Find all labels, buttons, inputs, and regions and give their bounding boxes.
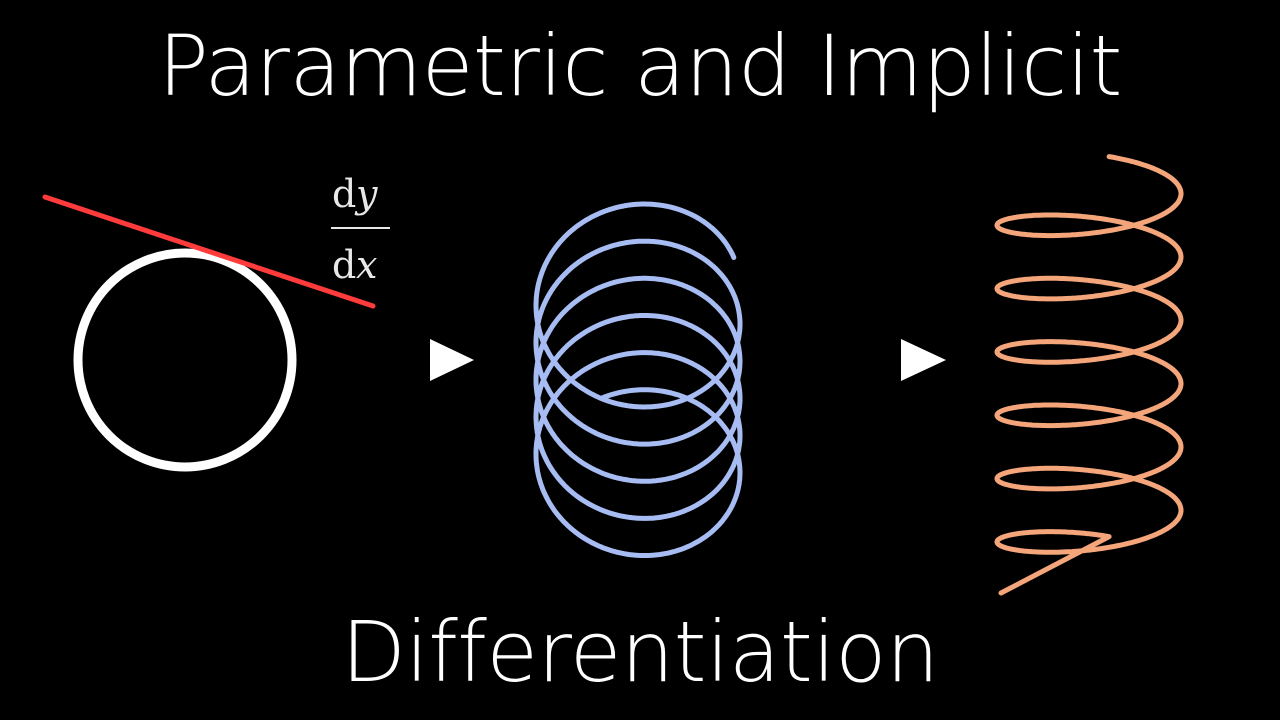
circle	[73, 248, 297, 472]
numerator-d: d	[332, 172, 356, 216]
title-top: Parametric and Implicit	[158, 17, 1122, 115]
orange-helix	[994, 154, 1184, 596]
right-arrow-icon	[336, 339, 474, 381]
denominator-d: d	[332, 243, 356, 287]
numerator-y: y	[354, 172, 378, 216]
right-arrow-icon	[807, 339, 946, 381]
title-bottom: Differentiation	[341, 603, 939, 701]
blue-helix	[533, 201, 743, 558]
tangent-line	[42, 194, 376, 309]
derivative-fraction: d y d x	[331, 172, 390, 287]
denominator-x: x	[356, 243, 377, 287]
